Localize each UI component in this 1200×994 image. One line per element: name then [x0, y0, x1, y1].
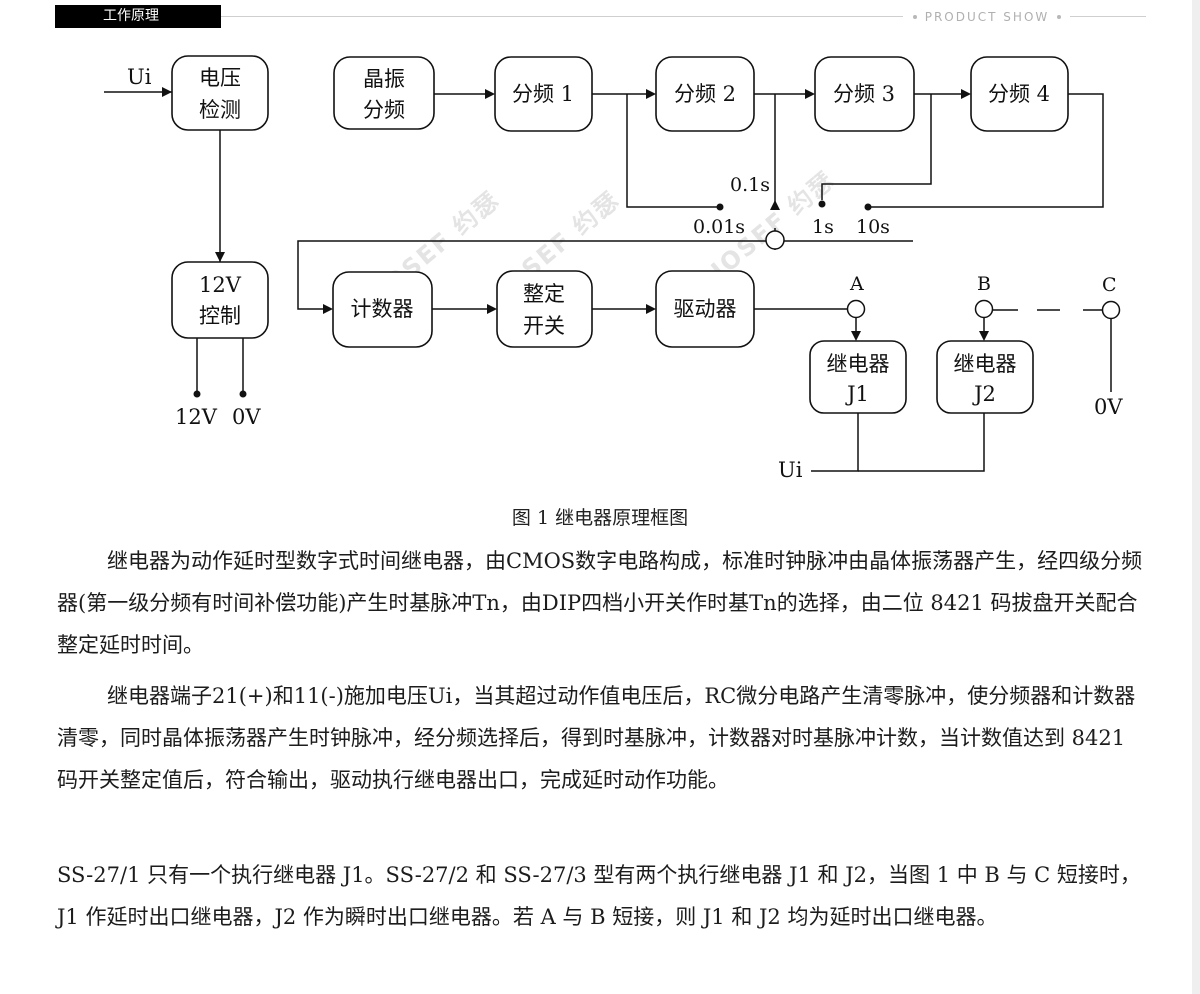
block-divider-3: 分频 3: [814, 56, 915, 132]
selector-circle: [765, 230, 785, 250]
paragraph-3: SS-27/1 只有一个执行继电器 J1。SS-27/2 和 SS-27/3 型…: [57, 863, 1141, 929]
label-terminal-a: A: [849, 273, 864, 295]
page-edge: [1192, 0, 1200, 994]
label-terminal-b: B: [977, 273, 991, 295]
contact-dot: [716, 203, 724, 211]
dot-icon: [912, 15, 917, 19]
contact-dot: [864, 203, 872, 211]
brand-text: PRODUCT SHOW: [924, 10, 1050, 24]
svg-text:分频 4: 分频 4: [988, 82, 1050, 106]
label-t-0.01s: 0.01s: [693, 216, 745, 238]
svg-text:分频 3: 分频 3: [833, 82, 895, 106]
label-0v-right: 0V: [1094, 395, 1123, 419]
label-t-1s: 1s: [812, 216, 834, 238]
header-divider-right: [1070, 16, 1146, 17]
label-ui-bottom: Ui: [778, 458, 803, 482]
figure-caption: 图 1 继电器原理框图: [511, 507, 689, 529]
block-divider-1: 分频 1: [494, 56, 593, 132]
arrowheads: [162, 87, 989, 341]
block-voltage-detect: 电压 检测: [171, 55, 269, 131]
svg-text:控制: 控制: [199, 304, 241, 328]
block-divider-4: 分频 4: [970, 56, 1069, 132]
power-dot: [193, 390, 201, 398]
svg-text:检测: 检测: [199, 98, 241, 122]
svg-text:晶振: 晶振: [363, 67, 405, 91]
terminal-b: [974, 299, 994, 319]
power-dot: [239, 390, 247, 398]
svg-text:分频: 分频: [363, 98, 405, 122]
svg-text:分频 2: 分频 2: [674, 82, 736, 106]
block-counter: 计数器: [332, 271, 433, 348]
svg-text:计数器: 计数器: [351, 297, 414, 321]
svg-text:驱动器: 驱动器: [674, 297, 737, 321]
block-12v-control: 12V 控制: [171, 261, 269, 339]
svg-text:12V: 12V: [199, 273, 242, 297]
paragraph-2: 继电器端子21(+)和11(-)施加电压Ui，当其超过动作值电压后，RC微分电路…: [57, 684, 1136, 792]
block-divider-2: 分频 2: [655, 56, 755, 132]
label-12v: 12V: [175, 405, 218, 429]
terminals: [193, 200, 1121, 398]
label-ui-input: Ui: [127, 65, 152, 89]
block-crystal-divider: 晶振 分频: [333, 56, 435, 130]
contact-dot: [818, 200, 826, 208]
label-t-10s: 10s: [856, 216, 890, 238]
svg-text:继电器: 继电器: [827, 352, 890, 376]
block-setting-switch: 整定 开关: [496, 270, 593, 348]
svg-text:开关: 开关: [523, 314, 565, 338]
terminal-a: [846, 299, 866, 319]
svg-text:整定: 整定: [523, 282, 565, 306]
diagram-labels: Ui 12V 0V 0.01s 0.1s 1s 10s A B C 0V Ui: [127, 65, 1123, 482]
block-relay-j2: 继电器 J2: [936, 340, 1034, 414]
label-0v: 0V: [232, 405, 261, 429]
header-divider-left: [221, 16, 903, 17]
brand-label: PRODUCT SHOW: [908, 9, 1066, 25]
wiring: [104, 91, 1112, 472]
paragraph-1: 继电器为动作延时型数字式时间继电器，由CMOS数字电路构成，标准时钟脉冲由晶体振…: [57, 549, 1143, 657]
svg-text:继电器: 继电器: [954, 352, 1017, 376]
label-terminal-c: C: [1102, 274, 1117, 296]
terminal-c: [1101, 300, 1121, 320]
svg-text:电压: 电压: [199, 66, 241, 90]
relay-block-diagram: JOSEF 约瑟 JOSEF 约瑟 JOSEF 约瑟: [104, 55, 1123, 482]
block-relay-j1: 继电器 J1: [809, 340, 907, 414]
svg-text:J2: J2: [972, 382, 996, 406]
dot-icon: [1057, 15, 1062, 19]
svg-text:分频 1: 分频 1: [512, 82, 574, 106]
section-tab: 工作原理: [55, 5, 221, 28]
block-driver: 驱动器: [655, 270, 755, 348]
label-t-0.1s: 0.1s: [730, 174, 770, 196]
svg-text:J1: J1: [845, 382, 869, 406]
